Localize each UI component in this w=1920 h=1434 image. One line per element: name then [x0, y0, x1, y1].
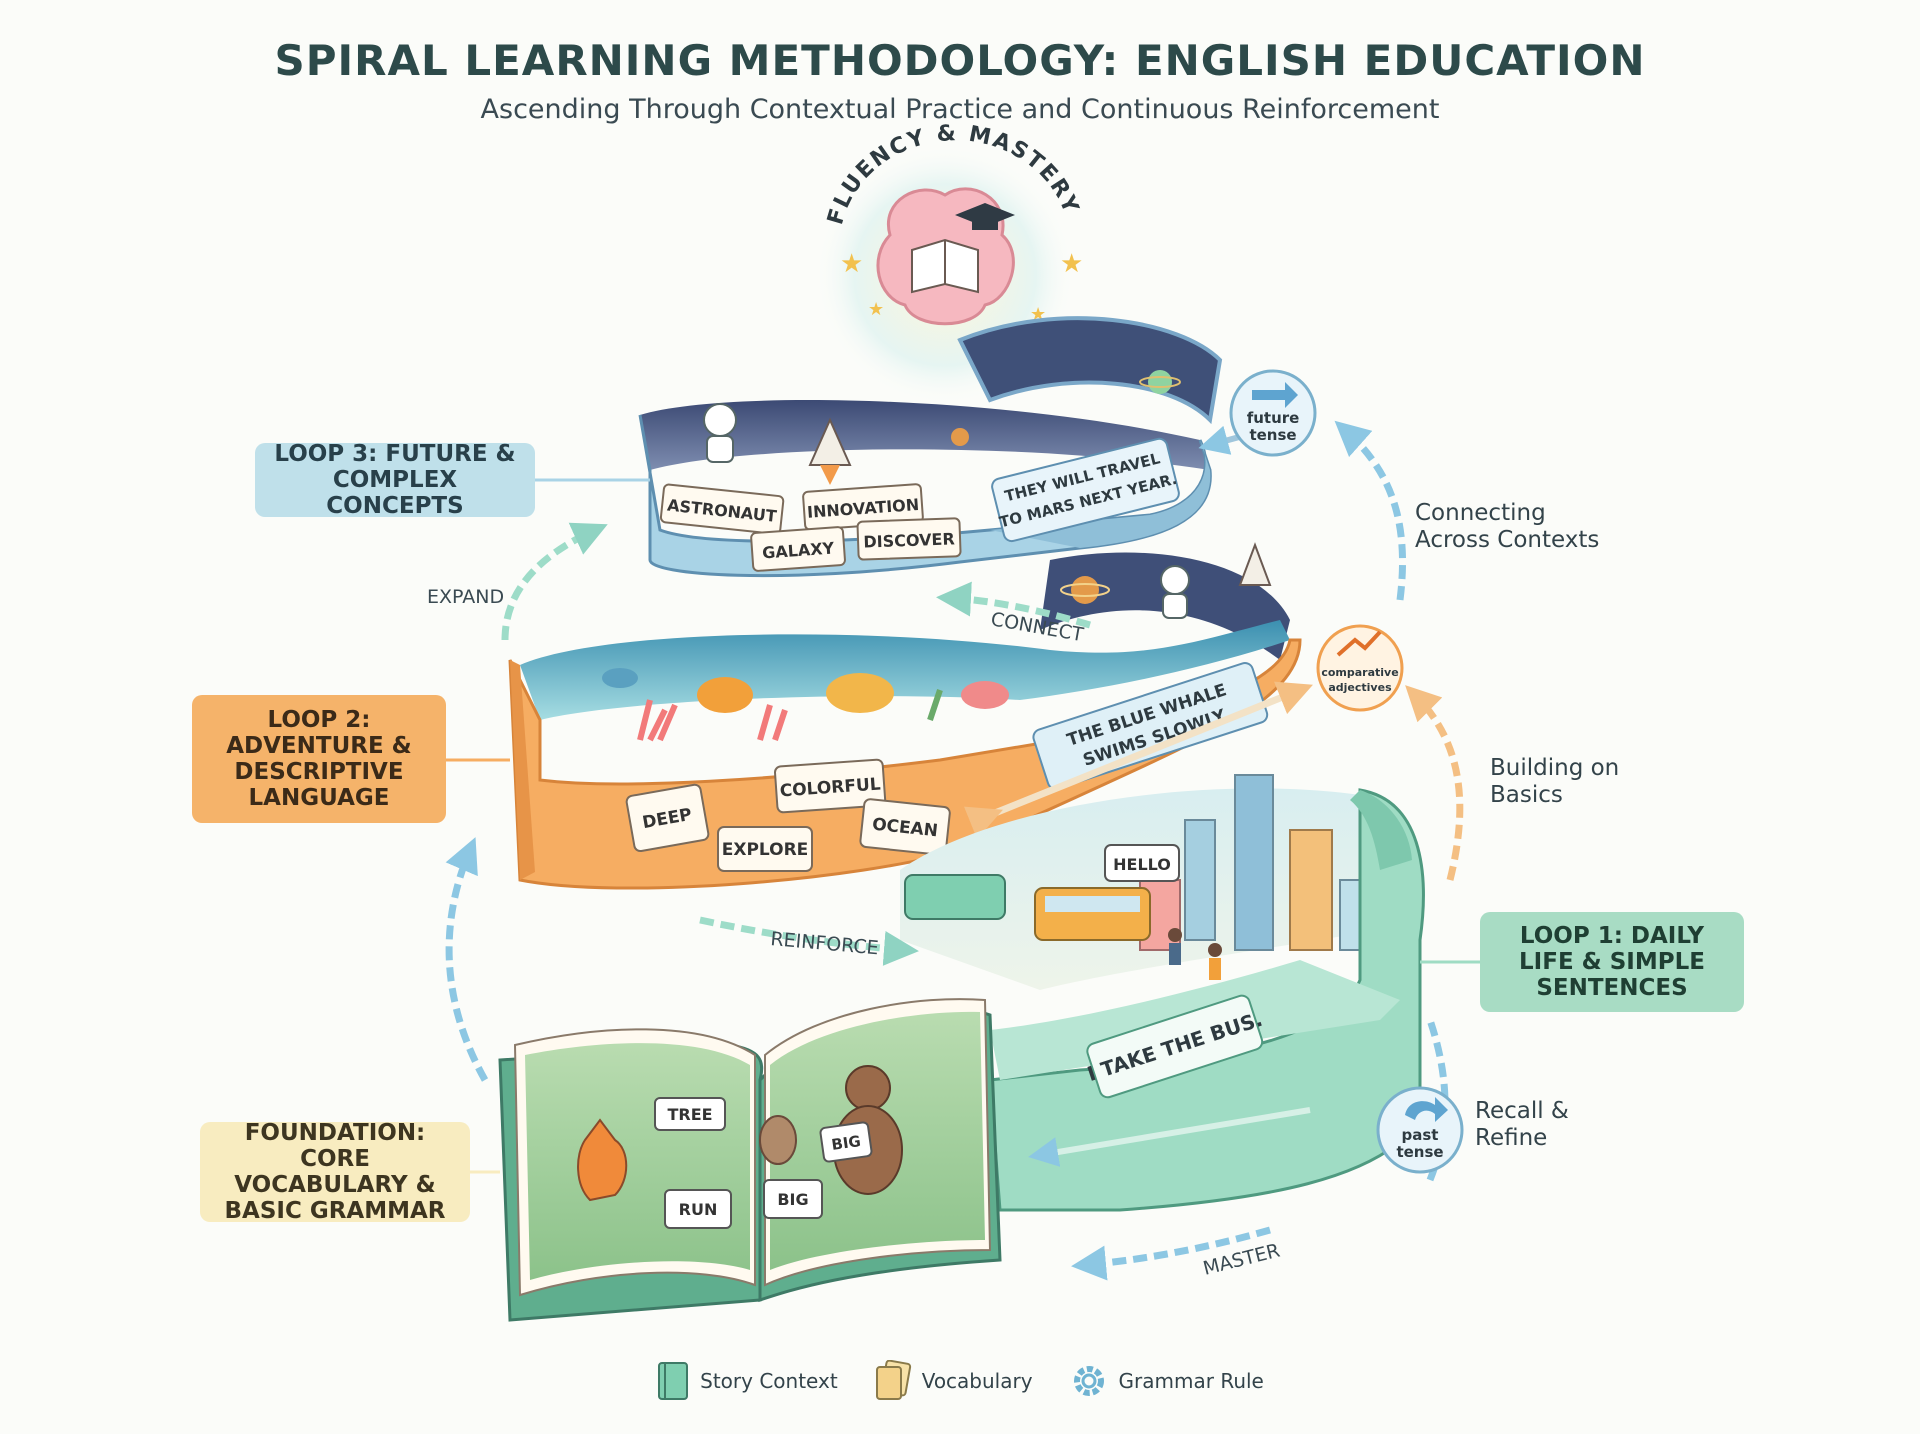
svg-text:DISCOVER: DISCOVER: [863, 529, 955, 551]
planet-icon: [1148, 370, 1172, 394]
svg-text:RUN: RUN: [679, 1200, 718, 1219]
master-label: MASTER: [1201, 1240, 1282, 1280]
loop3-callout: LOOP 3: FUTURE & COMPLEX CONCEPTS: [255, 441, 535, 519]
gear-icon: [1073, 1366, 1104, 1396]
foundation-word-card: BIG: [819, 1121, 873, 1163]
summit-ribbon: [957, 316, 1223, 425]
legend-label: Vocabulary: [921, 1369, 1033, 1393]
legend-item-grammar: Grammar Rule: [1069, 1360, 1264, 1402]
page-subtitle: Ascending Through Contextual Practice an…: [480, 94, 1440, 125]
svg-text:BIG: BIG: [777, 1190, 808, 1209]
loop2-callout: LOOP 2: ADVENTURE & DESCRIPTIVE LANGUAGE: [192, 695, 446, 823]
future-tense-badge: future tense: [1229, 369, 1317, 457]
astronaut-floating-icon: [1160, 565, 1190, 619]
fox-icon: [577, 1118, 628, 1202]
cards-icon: [875, 1360, 911, 1400]
legend-label: Story Context: [700, 1369, 838, 1393]
speech-bubble-hello: HELLO: [1104, 844, 1180, 882]
future-badge-line-1: future: [1247, 409, 1300, 427]
loop2-word-card: OCEAN: [859, 798, 951, 856]
reinforce-arrow: [699, 916, 919, 966]
owl-icon: [759, 1115, 797, 1165]
connecting-label: Connecting Across Contexts: [1415, 500, 1600, 553]
expand-arrow: [501, 522, 608, 641]
right-middle-arrow: [1405, 685, 1464, 881]
foundation-book: [498, 998, 1002, 1322]
future-badge-line-2: tense: [1249, 426, 1296, 444]
rocket-icon: [808, 417, 852, 485]
loop2-word-card: COLORFUL: [774, 758, 887, 814]
expand-label: EXPAND: [427, 586, 504, 608]
svg-text:★: ★: [1060, 249, 1083, 279]
loop3-word-card: ASTRONAUT: [659, 483, 785, 535]
loop1-callout: LOOP 1: DAILY LIFE & SIMPLE SENTENCES: [1480, 912, 1744, 1012]
right-upper-arrow: [1334, 420, 1406, 601]
left-ascend-arrow: [445, 837, 489, 1082]
foundation-callout: FOUNDATION: CORE VOCABULARY & BASIC GRAM…: [200, 1120, 470, 1224]
connect-arrow: [936, 581, 1092, 629]
rocket-icon-2: [1238, 542, 1272, 586]
planet-icon-small: [951, 428, 969, 446]
svg-text:EXPLORE: EXPLORE: [722, 840, 809, 860]
svg-text:HELLO: HELLO: [1113, 855, 1171, 874]
loop2-double-arrow: [963, 681, 1313, 840]
loop1-arrow: [1028, 1107, 1311, 1167]
legend: Story Context Vocabulary Grammar Rule: [0, 1360, 1920, 1402]
master-arrow: [1071, 1226, 1271, 1281]
svg-text:★: ★: [840, 249, 863, 279]
svg-text:BIG: BIG: [830, 1132, 862, 1154]
book-icon: [658, 1362, 689, 1400]
legend-item-vocabulary: Vocabulary: [874, 1360, 1033, 1402]
legend-label: Grammar Rule: [1118, 1369, 1264, 1393]
bus-icon: [904, 874, 1006, 920]
loop3-word-card: DISCOVER: [856, 517, 962, 561]
past-badge-line-2: tense: [1396, 1143, 1443, 1161]
comparative-badge-line-2: adjectives: [1328, 681, 1392, 694]
building-label: Building on Basics: [1490, 755, 1620, 808]
svg-text:★: ★: [868, 299, 884, 320]
astronaut-icon: [703, 403, 737, 463]
page-title: SPIRAL LEARNING METHODOLOGY: ENGLISH EDU…: [274, 36, 1646, 85]
people-icons: [1168, 928, 1222, 980]
past-badge-line-1: past: [1402, 1126, 1439, 1144]
legend-item-story: Story Context: [656, 1360, 838, 1402]
past-tense-badge: past tense: [1376, 1086, 1464, 1174]
foundation-word-card: BIG: [763, 1179, 823, 1219]
star-icons: ★ ★ ★ ★: [840, 249, 1083, 325]
svg-text:TREE: TREE: [667, 1105, 712, 1124]
reinforce-label: REINFORCE: [770, 928, 880, 959]
comparative-badge-line-1: comparative: [1321, 666, 1398, 679]
loop2-word-card: DEEP: [625, 783, 710, 853]
graduation-cap-icon: [955, 203, 1015, 230]
saturn-icon: [1071, 576, 1099, 604]
building-icons: [1139, 774, 1377, 951]
recall-label: Recall & Refine: [1475, 1098, 1569, 1151]
loop2-word-card: EXPLORE: [717, 826, 813, 872]
foundation-word-card: TREE: [654, 1097, 726, 1131]
loop3-word-card: INNOVATION: [802, 483, 924, 531]
loop3-word-card: GALAXY: [750, 526, 846, 572]
coral-icons: [637, 689, 943, 742]
comparative-adjectives-badge: comparative adjectives: [1316, 624, 1404, 712]
school-bus-icon: [1034, 887, 1151, 941]
foundation-word-card: RUN: [664, 1189, 732, 1229]
